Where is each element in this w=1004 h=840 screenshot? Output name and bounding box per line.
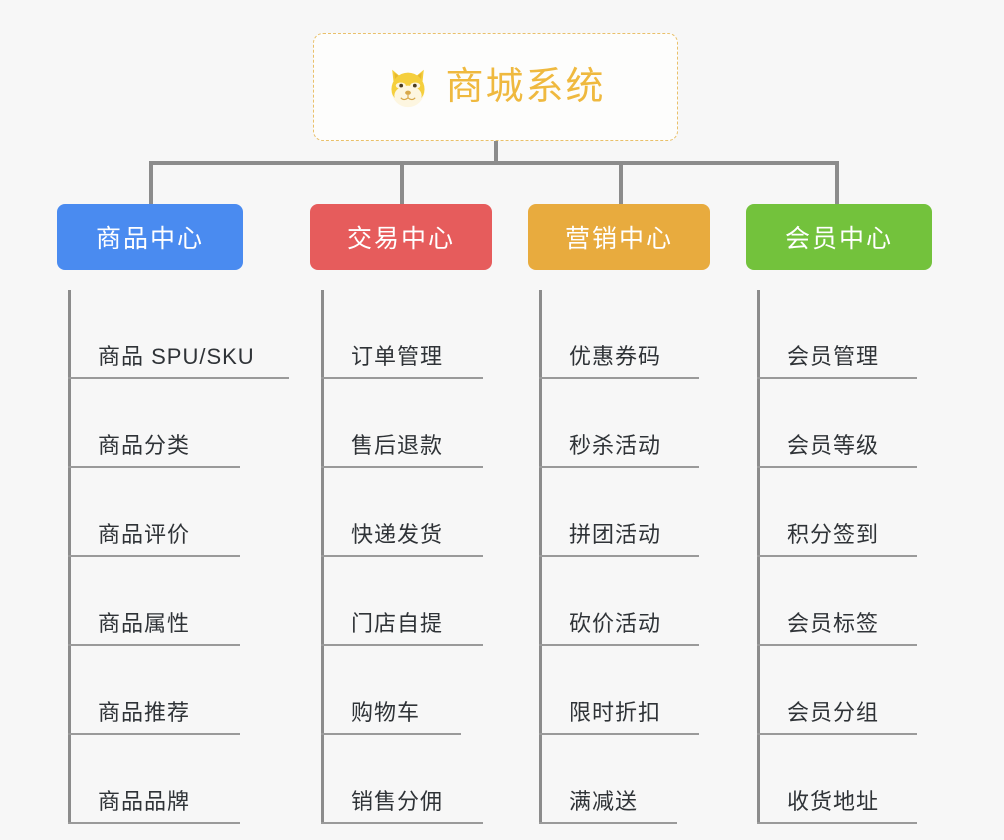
leaf-label: 会员等级	[787, 433, 880, 458]
leaf-label: 会员分组	[787, 700, 880, 725]
column-spine	[539, 290, 542, 824]
category-column-member: 会员中心 会员管理 会员等级 积分签到 会员标签 会员分组 收货地址	[746, 204, 954, 824]
list-item[interactable]: 限时折扣	[528, 646, 736, 735]
connector-horizontal-bus	[150, 161, 838, 165]
category-header-product[interactable]: 商品中心	[57, 204, 243, 270]
list-item[interactable]: 订单管理	[310, 290, 520, 379]
list-item[interactable]: 会员分组	[746, 646, 954, 735]
root-node[interactable]: 商城系统	[313, 33, 678, 141]
list-item[interactable]: 积分签到	[746, 468, 954, 557]
category-column-product: 商品中心 商品 SPU/SKU 商品分类 商品评价 商品属性 商品推荐 商品品牌	[57, 204, 289, 824]
leaf-label: 收货地址	[787, 789, 880, 814]
leaf-label: 砍价活动	[569, 611, 662, 636]
list-item[interactable]: 商品评价	[57, 468, 289, 557]
leaf-label: 满减送	[569, 789, 639, 814]
column-spine	[757, 290, 760, 824]
leaf-list-trade: 订单管理 售后退款 快递发货 门店自提 购物车 销售分佣	[310, 290, 520, 824]
leaf-label: 拼团活动	[569, 522, 662, 547]
list-item[interactable]: 满减送	[528, 735, 736, 824]
list-item[interactable]: 砍价活动	[528, 557, 736, 646]
leaf-label: 会员管理	[787, 344, 880, 369]
category-column-trade: 交易中心 订单管理 售后退款 快递发货 门店自提 购物车 销售分佣	[310, 204, 520, 824]
list-item[interactable]: 秒杀活动	[528, 379, 736, 468]
category-header-label: 商品中心	[95, 225, 204, 253]
column-spine	[321, 290, 324, 824]
category-header-member[interactable]: 会员中心	[746, 204, 932, 270]
list-item[interactable]: 售后退款	[310, 379, 520, 468]
leaf-list-member: 会员管理 会员等级 积分签到 会员标签 会员分组 收货地址	[746, 290, 954, 824]
column-spine	[68, 290, 71, 824]
connector-drop-3	[619, 161, 623, 206]
list-item[interactable]: 购物车	[310, 646, 520, 735]
category-header-label: 营销中心	[564, 225, 673, 253]
leaf-label: 商品分类	[98, 433, 191, 458]
leaf-label: 优惠券码	[569, 344, 662, 369]
leaf-label: 购物车	[351, 700, 421, 725]
leaf-label: 秒杀活动	[569, 433, 662, 458]
category-header-label: 会员中心	[784, 225, 893, 253]
category-column-marketing: 营销中心 优惠券码 秒杀活动 拼团活动 砍价活动 限时折扣 满减送	[528, 204, 736, 824]
leaf-label: 门店自提	[351, 611, 444, 636]
leaf-label: 限时折扣	[569, 700, 662, 725]
list-item[interactable]: 销售分佣	[310, 735, 520, 824]
leaf-label: 积分签到	[787, 522, 880, 547]
connector-root-stem	[494, 141, 498, 164]
list-item[interactable]: 收货地址	[746, 735, 954, 824]
category-header-label: 交易中心	[346, 225, 455, 253]
root-title: 商城系统	[445, 66, 606, 108]
leaf-label: 商品属性	[98, 611, 191, 636]
leaf-label: 订单管理	[351, 344, 444, 369]
list-item[interactable]: 商品属性	[57, 557, 289, 646]
list-item[interactable]: 商品 SPU/SKU	[57, 290, 289, 379]
leaf-label: 快递发货	[351, 522, 444, 547]
leaf-label: 销售分佣	[351, 789, 444, 814]
list-item[interactable]: 门店自提	[310, 557, 520, 646]
list-item[interactable]: 快递发货	[310, 468, 520, 557]
leaf-label: 商品品牌	[98, 789, 191, 814]
category-header-trade[interactable]: 交易中心	[310, 204, 492, 270]
leaf-list-marketing: 优惠券码 秒杀活动 拼团活动 砍价活动 限时折扣 满减送	[528, 290, 736, 824]
list-item[interactable]: 商品推荐	[57, 646, 289, 735]
connector-drop-2	[400, 161, 404, 206]
list-item[interactable]: 商品品牌	[57, 735, 289, 824]
leaf-label: 商品推荐	[98, 700, 191, 725]
leaf-label: 商品评价	[98, 522, 191, 547]
leaf-label: 会员标签	[787, 611, 880, 636]
shiba-dog-face-icon	[385, 64, 431, 110]
connector-drop-4	[835, 161, 839, 206]
list-item[interactable]: 拼团活动	[528, 468, 736, 557]
list-item[interactable]: 会员管理	[746, 290, 954, 379]
list-item[interactable]: 会员标签	[746, 557, 954, 646]
list-item[interactable]: 商品分类	[57, 379, 289, 468]
leaf-label: 售后退款	[351, 433, 444, 458]
list-item[interactable]: 会员等级	[746, 379, 954, 468]
connector-drop-1	[149, 161, 153, 206]
leaf-list-product: 商品 SPU/SKU 商品分类 商品评价 商品属性 商品推荐 商品品牌	[57, 290, 289, 824]
list-item[interactable]: 优惠券码	[528, 290, 736, 379]
category-header-marketing[interactable]: 营销中心	[528, 204, 710, 270]
leaf-label: 商品 SPU/SKU	[98, 344, 255, 369]
